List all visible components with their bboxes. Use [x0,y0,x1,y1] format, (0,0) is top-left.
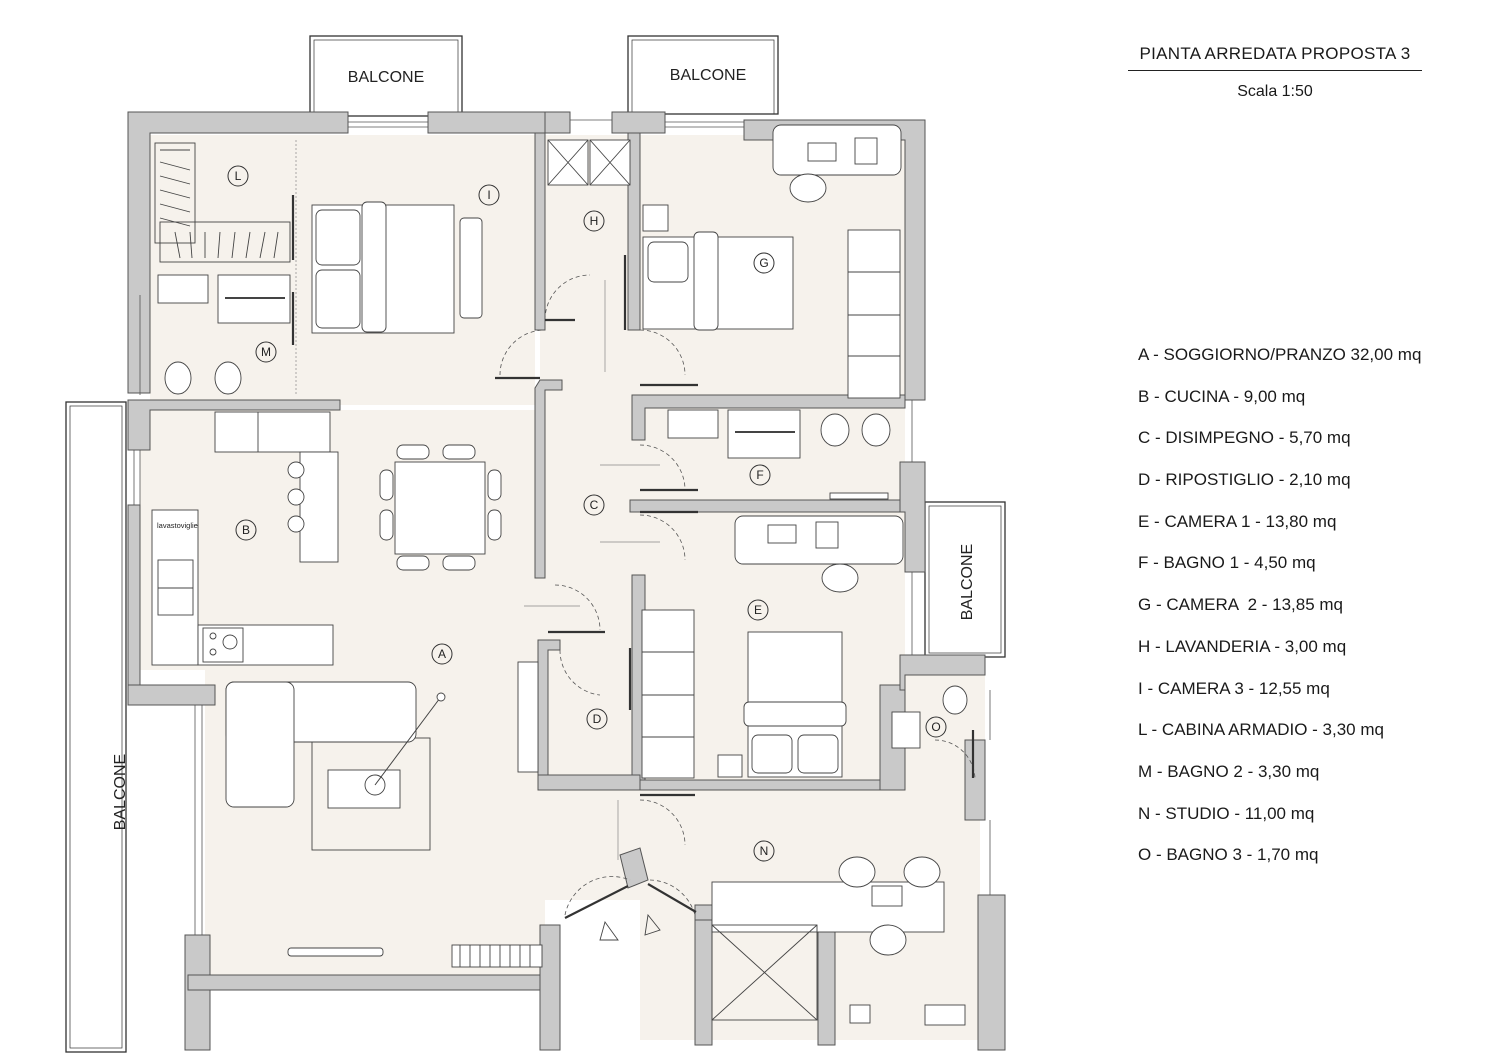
room-letter-l: L [235,169,242,183]
nightstand-g [642,204,669,232]
room-markers [227,165,947,862]
legend-item: I - CAMERA 3 - 12,55 mq [1138,678,1330,698]
room-letter-i: I [487,188,490,202]
legend-item: B - CUCINA - 9,00 mq [1138,386,1306,406]
sink-f [667,409,719,439]
room-letter-b: B [242,523,250,537]
dining-table [394,461,486,555]
legend-item: O - BAGNO 3 - 1,70 mq [1138,845,1319,865]
legend-item: A - SOGGIORNO/PRANZO 32,00 mq [1138,345,1422,364]
balcony-label-left: BALCONE [112,754,129,830]
balcony-labels: BALCONE BALCONE BALCONE BALCONE [112,67,976,830]
wardrobe-e [641,609,695,779]
sink-m [157,274,209,304]
plan-scale: Scala 1:50 [1237,83,1313,100]
legend-item: L - CABINA ARMADIO - 3,30 mq [1138,720,1384,740]
sink-b [157,559,194,616]
balcony-label-top-left: BALCONE [348,69,424,86]
radiator [451,944,543,968]
elevator [711,924,818,1021]
legend-item: N - STUDIO - 11,00 mq [1138,803,1315,823]
kitchen-island [299,451,339,563]
nightstand-e [717,754,743,778]
room-letter-a: A [438,647,446,661]
sideboard [517,661,539,773]
legend-item: C - DISIMPEGNO - 5,70 mq [1138,428,1351,448]
door-leaves [291,195,975,919]
coffee-table [327,769,401,809]
balconies [65,35,1006,1053]
room-letter-m: M [261,345,271,359]
toilet-o [942,685,968,715]
door-lines [295,140,660,860]
room-letter-g: G [759,256,768,270]
cooktop [202,627,244,663]
plan-title: PIANTA ARREDATA PROPOSTA 3 [1128,44,1422,71]
desk-g [772,124,902,176]
title-block: PIANTA ARREDATA PROPOSTA 3 Scala 1:50 [1128,44,1422,101]
room-letter-f: F [756,468,763,482]
legend-item: G - CAMERA 2 - 13,85 mq [1138,595,1344,615]
legend-item: M - BAGNO 2 - 3,30 mq [1138,761,1320,781]
bidet-f [820,413,850,447]
room-letter-n: N [760,844,769,858]
toilet-f [861,413,891,447]
upper-cabinet [214,411,331,453]
closet-rails [154,142,196,244]
chair-g [789,173,827,203]
legend-item: D - RIPOSTIGLIO - 2,10 mq [1138,470,1351,490]
room-letter-d: D [593,712,602,726]
room-letter-h: H [590,214,599,228]
shower-f [727,409,801,459]
legend-item: F - BAGNO 1 - 4,50 mq [1138,553,1316,573]
bidet-m [214,361,242,395]
furniture [151,124,968,1026]
room-letter-c: C [590,498,599,512]
wardrobe-g [847,229,901,399]
dishwasher-label: lavastoviglie [157,521,198,530]
windows [133,119,991,935]
room-legend: A - SOGGIORNO/PRANZO 32,00 mq B - CUCINA… [1138,344,1421,886]
desk-n [711,881,945,933]
toilet-m [164,361,192,395]
door-swings [499,274,976,916]
bench-i [459,217,483,319]
room-letter-e: E [754,603,762,617]
tv [287,947,384,957]
room-letters: L I H G M F B C E A D O N [235,169,941,858]
balcony-label-right: BALCONE [959,544,976,620]
room-letter-o: O [931,720,940,734]
legend-item: E - CAMERA 1 - 13,80 mq [1138,511,1337,531]
chair-e [821,563,859,593]
sink-o [891,711,921,749]
balcony-label-top-right: BALCONE [670,67,746,84]
legend-item: H - LAVANDERIA - 3,00 mq [1138,636,1347,656]
walls [127,111,1006,1051]
